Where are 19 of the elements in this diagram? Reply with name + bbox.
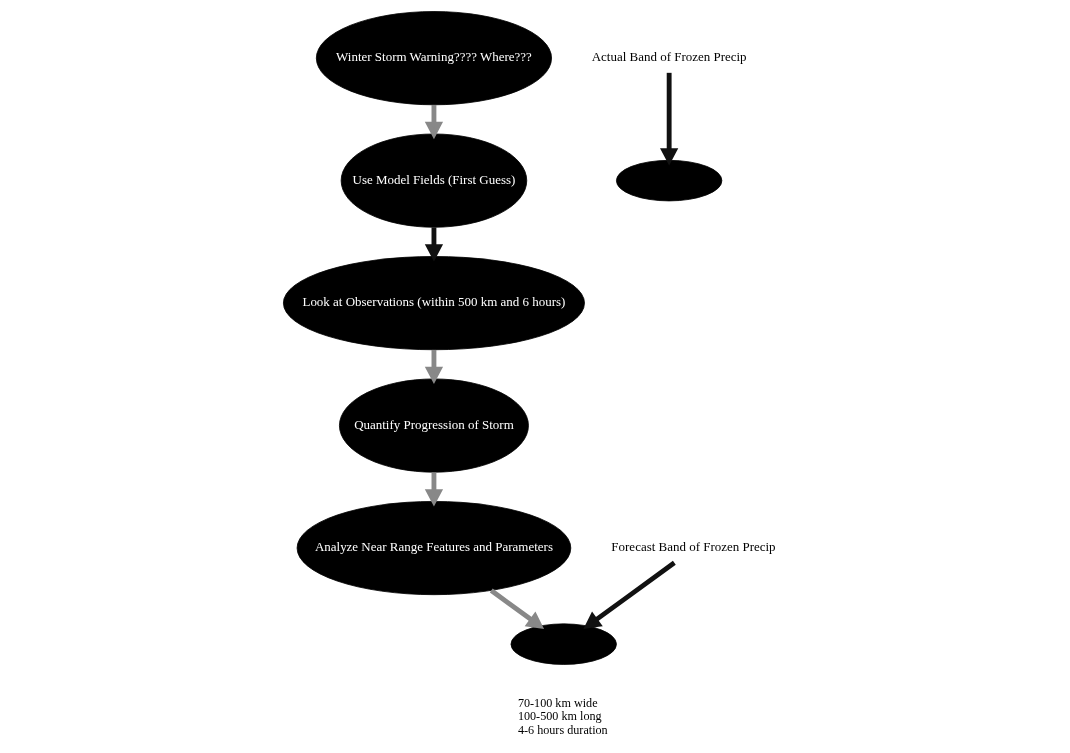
- node-ellipse: Analyze Near Range Features and Parameters: [296, 501, 572, 596]
- arrow: [583, 560, 676, 630]
- label: 100-500 km long: [517, 709, 602, 724]
- node-text: Forecast Band of Frozen Precip: [611, 539, 776, 555]
- arrow: [660, 72, 679, 166]
- arrow: [424, 105, 444, 140]
- node-ellipse: [510, 623, 617, 665]
- arrow: [424, 472, 444, 507]
- node-ellipse: Use Model Fields (First Guess): [340, 133, 528, 228]
- node-ellipse: Quantify Progression of Storm: [339, 378, 529, 473]
- arrow: [424, 349, 444, 385]
- label: 4-6 hours duration: [517, 723, 608, 738]
- arrow: [424, 227, 444, 262]
- node-ellipse: [616, 159, 723, 202]
- node-ellipse: Look at Observations (within 500 km and 6 hours): [283, 256, 585, 351]
- label: 70-100 km wide: [517, 695, 598, 710]
- node-ellipse: Winter Storm Warning???? Where???: [315, 11, 552, 106]
- arrow: [489, 588, 545, 630]
- node-text: Actual Band of Frozen Precip: [591, 49, 747, 65]
